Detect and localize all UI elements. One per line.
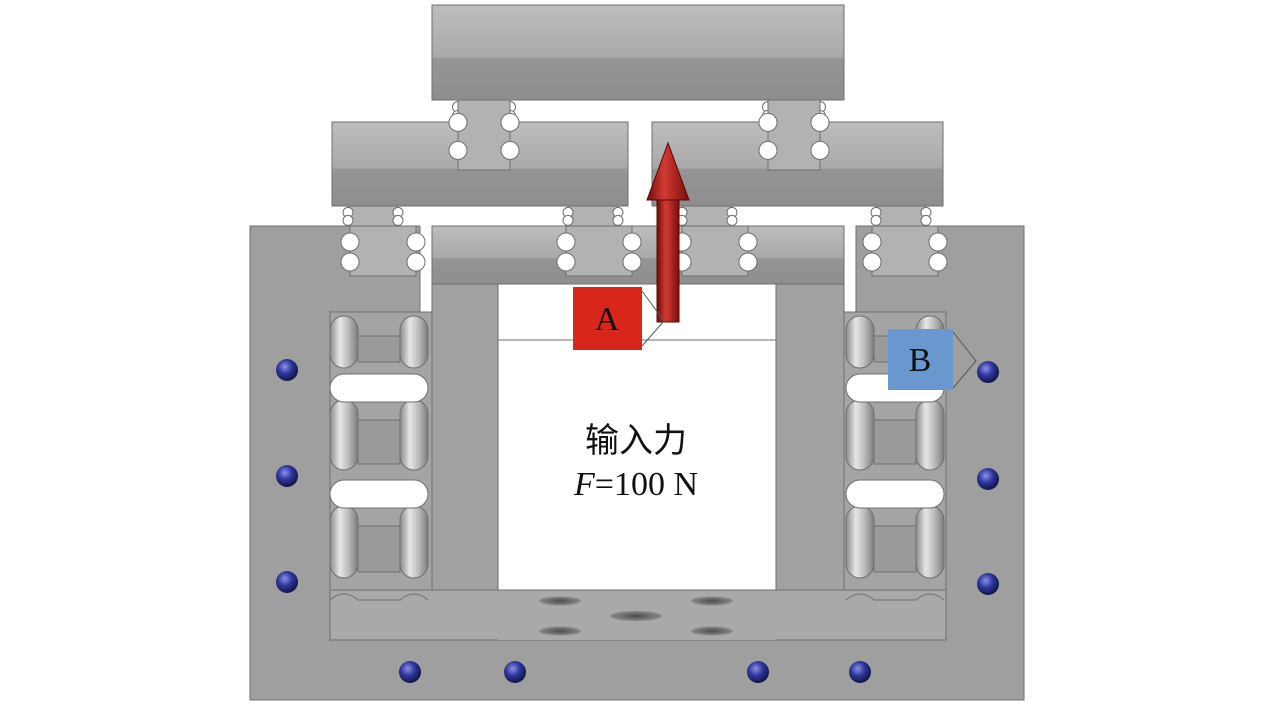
flexure-post [845,399,875,471]
hinge-notch [340,252,360,272]
hinge-notch [920,214,932,226]
flexure-post [399,505,429,579]
hinge-notch [928,232,948,252]
hinge-notch [738,232,758,252]
cell-insert [873,419,917,465]
hinge-notch [556,252,576,272]
cell-opening [329,479,429,509]
hinge-notch [448,112,468,132]
hinge-notch [862,232,882,252]
caption-line-1: 输入力 [585,421,687,461]
blue-sphere-icon [977,573,999,595]
blue-sphere-icon [747,661,769,683]
hinge-notch [810,112,830,132]
cell-base-notch [845,593,945,601]
caption-line-2: F=100 N [573,466,698,503]
label-b-text: B [909,342,932,379]
hinge-body [347,205,399,227]
flexure-post [329,315,359,369]
flexure-hinge [672,225,758,277]
flexure-hinge [556,225,642,277]
blue-sphere-icon [276,465,298,487]
hinge-notch [500,112,520,132]
input-force-caption: 输入力 F=100 N [573,421,698,503]
cell-insert [357,525,401,573]
flexure-hinge [758,99,830,171]
hinge-notch [556,232,576,252]
hinge-notch [406,252,426,272]
hinge-body [681,205,733,227]
cell-insert [873,525,917,573]
hinge-notch [862,252,882,272]
hinge-notch [758,112,778,132]
cell-opening [329,373,429,403]
base-holes [539,596,733,636]
blue-sphere-icon [849,661,871,683]
flexure-cells [329,315,945,601]
hinge-body [681,225,749,277]
hinge-notch [392,214,404,226]
hinge-notch [622,252,642,272]
flexure-hinge [342,205,404,227]
hinge-body [871,225,939,277]
hinge-notch [758,140,778,160]
hinge-notch [342,214,354,226]
hinge-body [565,225,633,277]
flexure-hinge [676,205,738,227]
hinge-notch [738,252,758,272]
hinge-body [875,205,927,227]
hinge-notch [406,232,426,252]
hinge-notch [810,140,830,160]
cell-insert [357,419,401,465]
label-a-text: A [595,301,620,338]
blue-sphere-icon [276,359,298,381]
hinge-notch [562,214,574,226]
blue-sphere-icon [504,661,526,683]
flexure-post [915,505,945,579]
cell-base-notch [329,593,429,601]
hinge-notch [870,214,882,226]
flexure-post [399,315,429,369]
hinge-notch [448,140,468,160]
flexure-post [399,399,429,471]
flexure-hinge [340,225,426,277]
hinge-notch [622,232,642,252]
top-block [431,4,845,101]
cell-insert [357,335,401,363]
hinge-body [457,99,511,171]
label-a: A [573,287,665,350]
flexure-post [845,505,875,579]
flexure-post [915,399,945,471]
flexure-hinge [870,205,932,227]
flexure-hinges [340,99,948,277]
hinge-notch [726,214,738,226]
hinge-body [767,99,821,171]
fixed-points [276,359,999,683]
hinge-notch [500,140,520,160]
force-value: =100 N [595,466,698,503]
blue-sphere-icon [977,361,999,383]
flexure-post [845,315,875,369]
flexure-post [329,399,359,471]
hinge-notch [612,214,624,226]
hinge-notch [340,232,360,252]
hinge-body [349,225,417,277]
label-b: B [888,329,977,390]
blue-sphere-icon [276,571,298,593]
flexure-post [329,505,359,579]
hinge-notch [928,252,948,272]
flexure-hinge [562,205,624,227]
input-force-arrow [646,141,690,323]
blue-sphere-icon [977,468,999,490]
flexure-hinge [862,225,948,277]
hinge-body [567,205,619,227]
blue-sphere-icon [399,661,421,683]
flexure-hinge [448,99,520,171]
force-symbol: F [573,466,596,503]
cell-opening [845,479,945,509]
